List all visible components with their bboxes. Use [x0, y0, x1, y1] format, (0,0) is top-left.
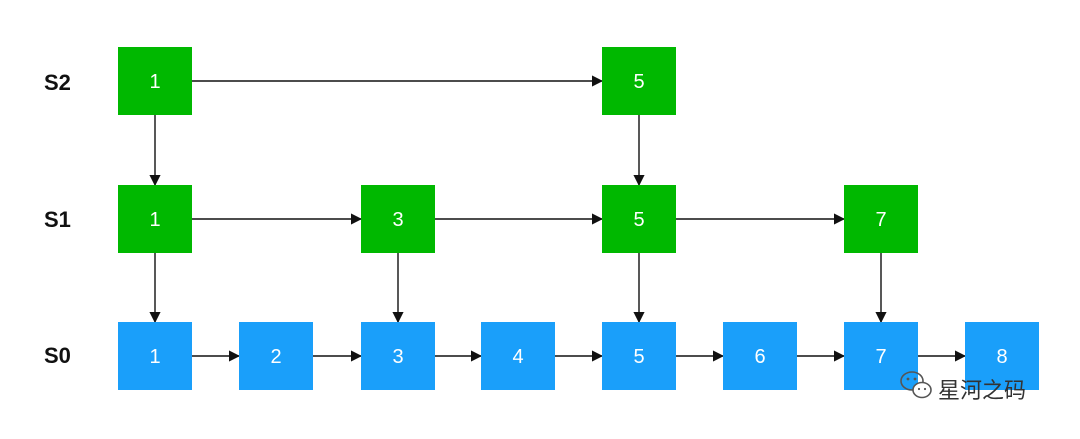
- level-label-s2: S2: [44, 70, 71, 95]
- node-s0-5: 5: [602, 322, 676, 390]
- node-s1-1: 1: [118, 185, 192, 253]
- node-label: 3: [392, 209, 403, 231]
- watermark-text: 星河之码: [938, 379, 1026, 404]
- node-box: [118, 47, 192, 115]
- level-label-s1: S1: [44, 207, 71, 232]
- node-box: [239, 322, 313, 390]
- node-label: 8: [996, 346, 1007, 368]
- node-label: 1: [149, 346, 160, 368]
- watermark: 星河之码: [900, 371, 1026, 404]
- node-box: [965, 322, 1039, 390]
- node-s0-1: 1: [118, 322, 192, 390]
- node-label: 7: [875, 346, 886, 368]
- node-label: 1: [149, 209, 160, 231]
- node-s2-1: 1: [118, 47, 192, 115]
- node-s1-5: 5: [602, 185, 676, 253]
- node-box: [723, 322, 797, 390]
- node-box: [602, 185, 676, 253]
- node-s2-5: 5: [602, 47, 676, 115]
- edges: [149, 75, 967, 362]
- node-label: 6: [754, 346, 765, 368]
- node-s0-3: 3: [361, 322, 435, 390]
- node-box: [118, 185, 192, 253]
- node-s0-8: 8: [965, 322, 1039, 390]
- node-box: [361, 185, 435, 253]
- node-s1-7: 7: [844, 185, 918, 253]
- node-label: 5: [633, 346, 644, 368]
- node-box: [118, 322, 192, 390]
- wechat-icon: [900, 371, 932, 399]
- nodes: 1 5 1 3 5 7 1 2 3 4 5 6 7 8: [118, 47, 1039, 390]
- node-box: [602, 47, 676, 115]
- node-s0-7: 7: [844, 322, 918, 390]
- node-s0-6: 6: [723, 322, 797, 390]
- node-box: [361, 322, 435, 390]
- level-label-s0: S0: [44, 343, 71, 368]
- node-label: 3: [392, 346, 403, 368]
- node-label: 4: [512, 346, 523, 368]
- node-box: [481, 322, 555, 390]
- node-s1-3: 3: [361, 185, 435, 253]
- node-label: 1: [149, 71, 160, 93]
- node-label: 2: [270, 346, 281, 368]
- node-box: [844, 322, 918, 390]
- node-s0-4: 4: [481, 322, 555, 390]
- node-label: 5: [633, 71, 644, 93]
- node-s0-2: 2: [239, 322, 313, 390]
- node-label: 7: [875, 209, 886, 231]
- node-label: 5: [633, 209, 644, 231]
- node-box: [844, 185, 918, 253]
- node-box: [602, 322, 676, 390]
